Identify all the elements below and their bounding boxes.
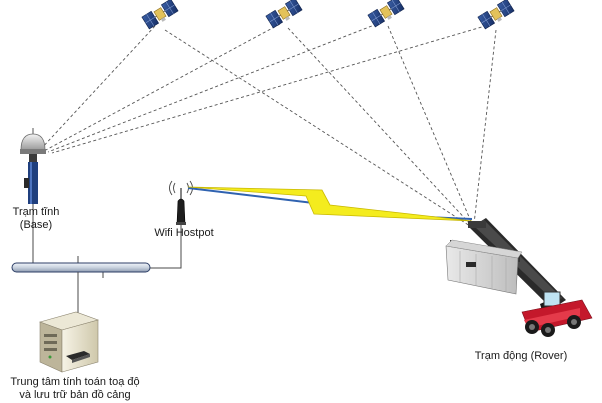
satellite-links [39, 21, 497, 227]
satellite-icon [141, 0, 180, 31]
link-sat2-base [43, 23, 281, 152]
bus-bar [11, 262, 151, 273]
link-sat4-rover [473, 29, 497, 225]
base-station-label-line1: Trạm tĩnh [12, 206, 60, 218]
wifi-beam [188, 187, 330, 206]
base-station-label-line2: (Base) [19, 219, 53, 231]
wifi-hotspot-label: Wifi Hostpot [154, 227, 214, 239]
satellite-icon [265, 0, 304, 30]
satellite-icon [477, 0, 516, 31]
link-sat4-base [51, 23, 493, 154]
gnss-antenna-icon [20, 128, 46, 204]
reach-stacker-crane-icon [445, 218, 593, 337]
wireless-link [187, 186, 473, 222]
server-label: Trung tâm tính toán toạ độ và lưu trữ bả… [0, 376, 150, 402]
server-computer-icon [39, 311, 99, 373]
satellite-icon [367, 0, 406, 29]
network-bus [11, 204, 182, 314]
link-sat3-base [47, 21, 383, 153]
rover-station-label: Trạm động (Rover) [474, 350, 568, 362]
server-label-line2: và lưu trữ bản đồ cảng [19, 389, 131, 401]
link-sat1-base [39, 25, 156, 151]
link-sat3-rover [387, 25, 473, 225]
server-label-line1: Trung tâm tính toán toạ độ [10, 376, 140, 388]
base-station-label: Trạm tĩnh (Base) [6, 206, 66, 232]
link-sat2-rover [287, 27, 472, 226]
